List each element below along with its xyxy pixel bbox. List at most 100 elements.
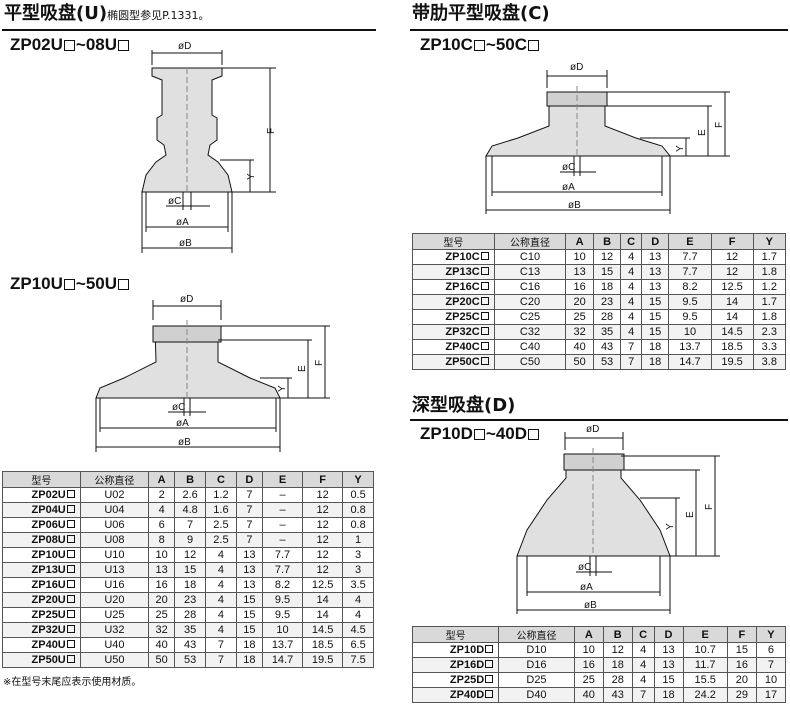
cell-text: 4 <box>355 609 362 621</box>
value-cell: 19.5 <box>302 652 344 668</box>
model-cell: ZP13C <box>412 264 495 280</box>
model-cell: ZP20C <box>412 294 495 310</box>
cell-text: 9.5 <box>274 594 291 606</box>
value-cell: 18 <box>653 687 684 703</box>
col-header-c: C <box>631 626 655 643</box>
value-cell: 4 <box>631 657 655 673</box>
cell-text: – <box>279 534 286 546</box>
material-box <box>66 610 75 618</box>
value-cell: 15 <box>235 607 263 623</box>
value-cell: 16 <box>726 657 757 673</box>
value-cell: 15.5 <box>682 672 728 688</box>
cell-text: 7 <box>217 639 224 651</box>
cell-text: 12 <box>316 564 329 576</box>
section-title-u: 平型吸盘(U)椭圆型参见P.1331。 <box>4 3 210 27</box>
cell-text: 43 <box>183 639 197 651</box>
model-cell: ZP50U <box>2 652 81 668</box>
cell-text: 11.7 <box>694 659 716 671</box>
cell-text: 4 <box>640 674 647 686</box>
value-cell: 18 <box>174 577 207 593</box>
subtitle-u-small-mid: ~08U <box>75 35 118 54</box>
model-cell: ZP25C <box>412 309 495 325</box>
cell-text: U10 <box>104 549 125 561</box>
cell-text: 18 <box>243 639 256 651</box>
value-cell: 13.7 <box>261 637 304 653</box>
value-cell: 4 <box>205 622 237 638</box>
cell-text: 7 <box>217 654 224 666</box>
nominal-cell: C40 <box>493 339 567 355</box>
value-cell: 24.2 <box>682 687 728 703</box>
cell-text: 4 <box>158 504 165 516</box>
cell-text: 25 <box>573 311 586 323</box>
cell-text: 12 <box>725 266 739 278</box>
dim-e-label: E <box>685 511 696 518</box>
value-cell: 14 <box>302 592 344 608</box>
dim-b-label: øB <box>179 238 192 249</box>
value-cell: 1.8 <box>752 309 787 325</box>
value-cell: 16 <box>573 657 604 673</box>
cell-text: 28 <box>600 311 614 323</box>
value-cell: 15 <box>726 642 757 658</box>
cell-text: 15 <box>243 609 256 621</box>
cell-text: 35 <box>600 326 614 338</box>
cell-text: 4 <box>628 266 635 278</box>
cell-text: – <box>279 519 286 531</box>
cell-text: C10 <box>519 251 541 263</box>
value-cell: 25 <box>565 309 594 325</box>
value-cell: 7 <box>235 532 263 548</box>
cell-text: 10 <box>276 624 289 636</box>
section-u-note: 椭圆型参见P.1331。 <box>107 9 210 22</box>
cell-text: 4 <box>217 624 224 636</box>
value-cell: 7 <box>620 354 642 370</box>
cell-text: 0.8 <box>350 504 366 516</box>
cell-text: 12 <box>316 534 329 546</box>
cell-text: 14.7 <box>679 356 701 368</box>
value-cell: 35 <box>174 622 207 638</box>
cell-text: 53 <box>600 356 614 368</box>
value-cell: 15 <box>235 622 263 638</box>
value-cell: 18 <box>640 354 670 370</box>
material-box <box>480 297 489 305</box>
value-cell: 40 <box>573 687 604 703</box>
cell-text: 7 <box>246 519 253 531</box>
cell-text: ZP40U <box>31 639 66 651</box>
cell-text: 1.2 <box>761 281 777 293</box>
cell-text: 29 <box>735 689 749 701</box>
cell-text: D10 <box>526 644 547 656</box>
value-cell: 13 <box>640 249 670 265</box>
cell-text: 4 <box>628 281 635 293</box>
cell-text: 1.2 <box>213 489 229 501</box>
value-cell: 9.5 <box>261 607 304 623</box>
cell-text: ZP40D <box>449 689 485 701</box>
value-cell: 7 <box>631 687 655 703</box>
value-cell: 2.6 <box>174 487 207 503</box>
value-cell: 7 <box>205 652 237 668</box>
cell-text: 3.5 <box>350 579 366 591</box>
value-cell: 23 <box>592 294 622 310</box>
dim-f-label: F <box>266 128 277 134</box>
cell-text: ZP50U <box>31 654 66 666</box>
dim-f-label: F <box>714 122 725 128</box>
cell-text: D40 <box>526 689 547 701</box>
cell-text: 9.5 <box>682 296 698 308</box>
material-box <box>485 660 494 668</box>
cell-text: 8 <box>158 534 165 546</box>
col-header-b: B <box>602 626 633 643</box>
value-cell: 14.5 <box>302 622 344 638</box>
model-cell: ZP13U <box>2 562 81 578</box>
col-header-e: E <box>682 626 728 643</box>
cell-text: 7 <box>628 341 635 353</box>
dim-b-label: øB <box>584 600 597 611</box>
material-box <box>66 625 75 633</box>
dim-f-label: F <box>704 504 715 510</box>
cell-text: 28 <box>611 674 624 686</box>
cell-text: U20 <box>104 594 125 606</box>
dim-y-label: Y <box>246 173 257 180</box>
